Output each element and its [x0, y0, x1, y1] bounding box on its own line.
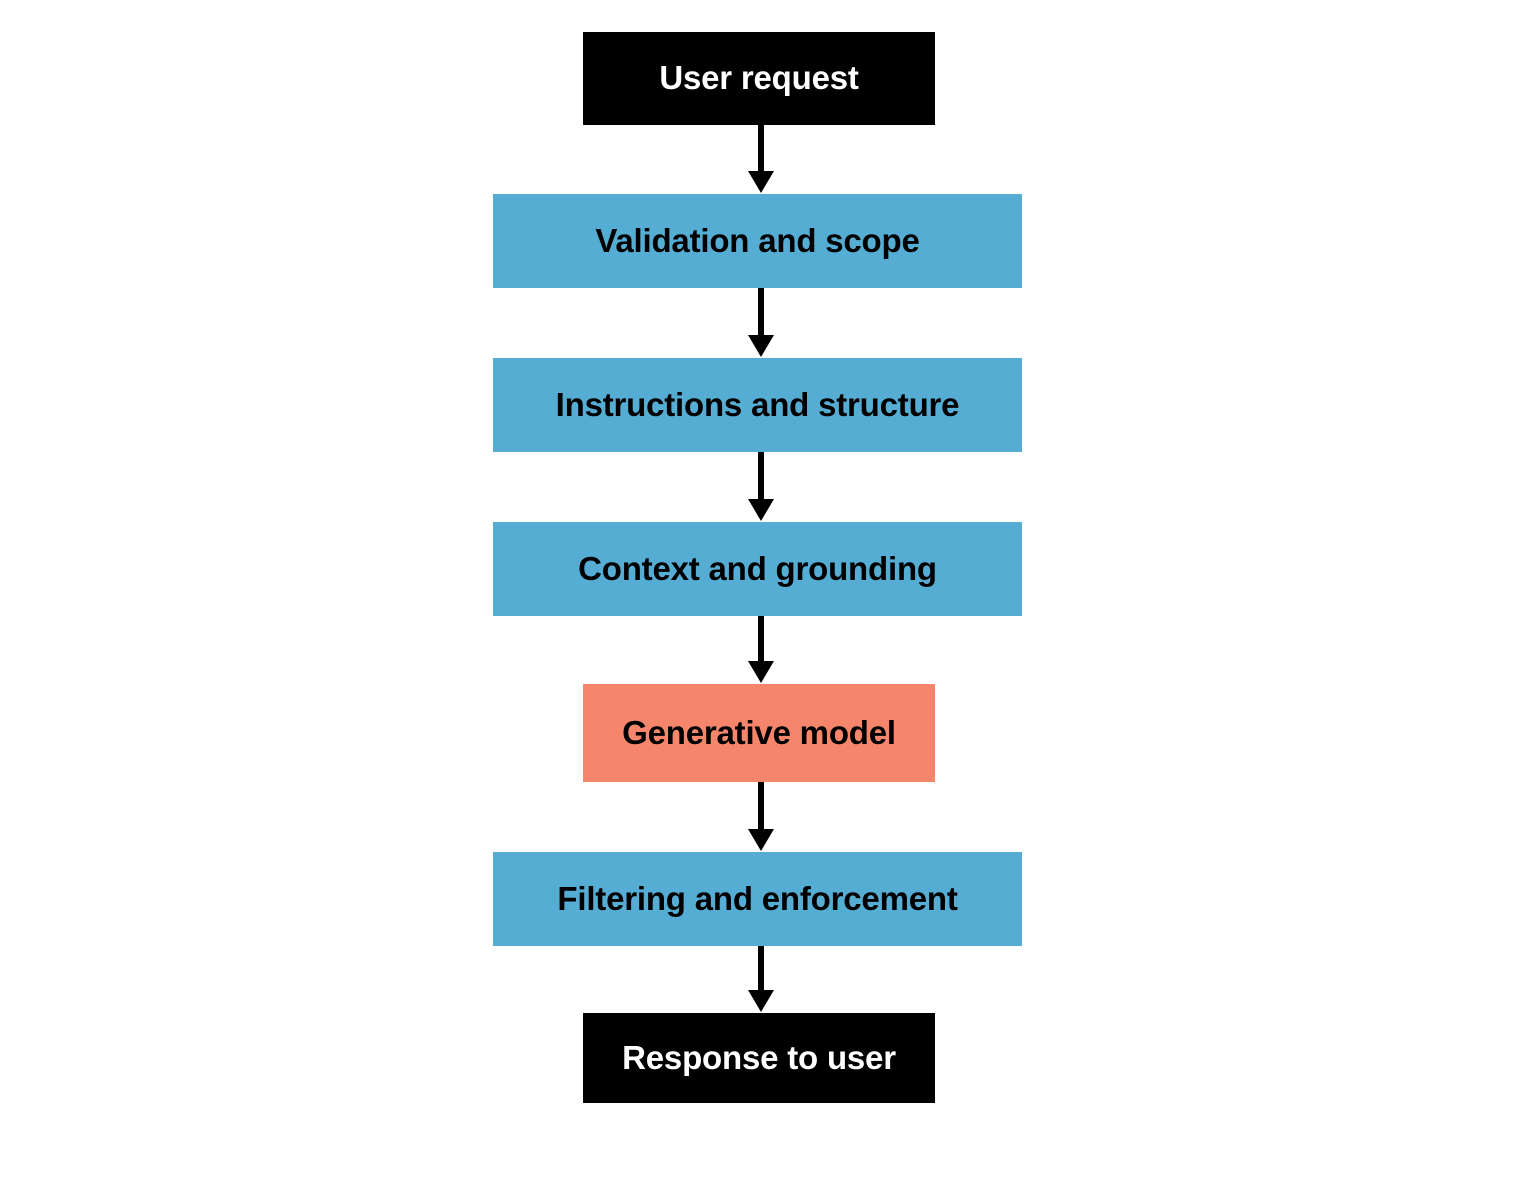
arrow-down-icon [748, 946, 774, 1012]
node-context-and-grounding-label: Context and grounding [578, 549, 937, 587]
node-filtering-and-enforcement-label: Filtering and enforcement [557, 879, 958, 917]
arrow-generative-model-to-filtering-icon [746, 782, 776, 852]
arrow-down-icon [748, 782, 774, 851]
node-response-to-user-label: Response to user [622, 1038, 896, 1076]
arrow-down-icon [748, 452, 774, 521]
arrow-instructions-to-context-icon [746, 452, 776, 522]
arrow-down-icon [748, 288, 774, 357]
arrow-context-to-generative-model-icon [746, 616, 776, 684]
node-context-and-grounding[interactable]: Context and grounding [493, 522, 1022, 616]
node-generative-model[interactable]: Generative model [583, 684, 935, 782]
node-validation-and-scope-label: Validation and scope [595, 221, 920, 259]
arrow-down-icon [748, 125, 774, 193]
arrow-validation-to-instructions-icon [746, 288, 776, 358]
node-instructions-and-structure[interactable]: Instructions and structure [493, 358, 1022, 452]
arrow-user-request-to-validation-icon [746, 125, 776, 194]
node-generative-model-label: Generative model [622, 713, 896, 751]
node-validation-and-scope[interactable]: Validation and scope [493, 194, 1022, 288]
node-filtering-and-enforcement[interactable]: Filtering and enforcement [493, 852, 1022, 946]
arrow-down-icon [748, 616, 774, 683]
arrow-filtering-to-response-icon [746, 946, 776, 1013]
node-response-to-user[interactable]: Response to user [583, 1013, 935, 1103]
node-instructions-and-structure-label: Instructions and structure [555, 385, 960, 423]
node-user-request[interactable]: User request [583, 32, 935, 125]
node-user-request-label: User request [659, 59, 859, 97]
